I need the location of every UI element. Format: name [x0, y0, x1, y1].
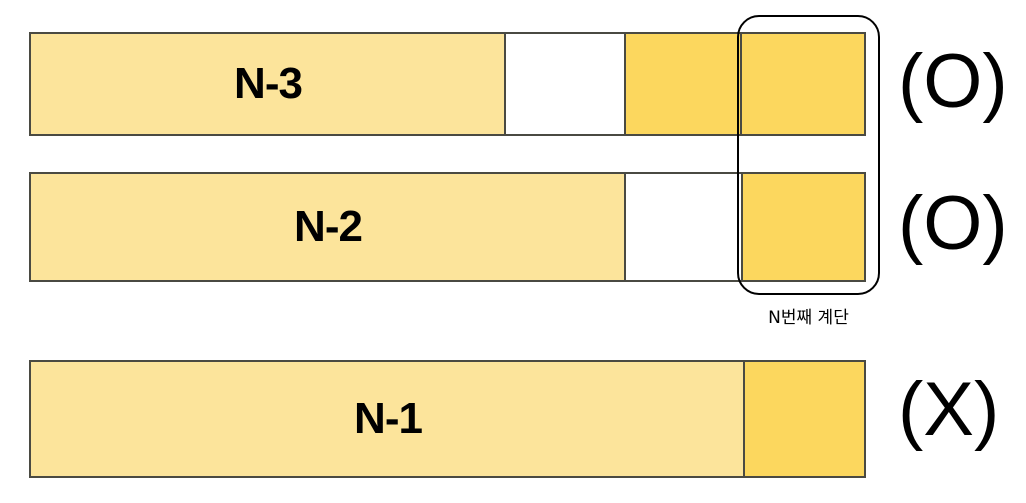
bar-segment-empty	[503, 32, 626, 136]
verdict-marker-n-2: (O)	[898, 181, 1008, 266]
bar-row-n-1: N-1	[29, 360, 866, 478]
nth-step-annotation: N번째 계단	[768, 308, 849, 328]
bar-segment-filled	[29, 32, 506, 136]
bar-segment-accent-final	[741, 172, 866, 282]
bar-segment-accent-final	[743, 360, 866, 478]
verdict-marker-n-3: (O)	[898, 39, 1008, 124]
bar-segment-empty	[623, 172, 744, 282]
verdict-marker-n-1: (X)	[898, 367, 1000, 452]
bar-segment-filled	[29, 172, 626, 282]
bar-segment-accent	[623, 32, 743, 136]
bar-row-n-2: N-2	[29, 172, 866, 282]
bar-segment-accent-final	[740, 32, 866, 136]
bar-segment-filled	[29, 360, 746, 478]
bar-row-n-3: N-3	[29, 32, 866, 136]
